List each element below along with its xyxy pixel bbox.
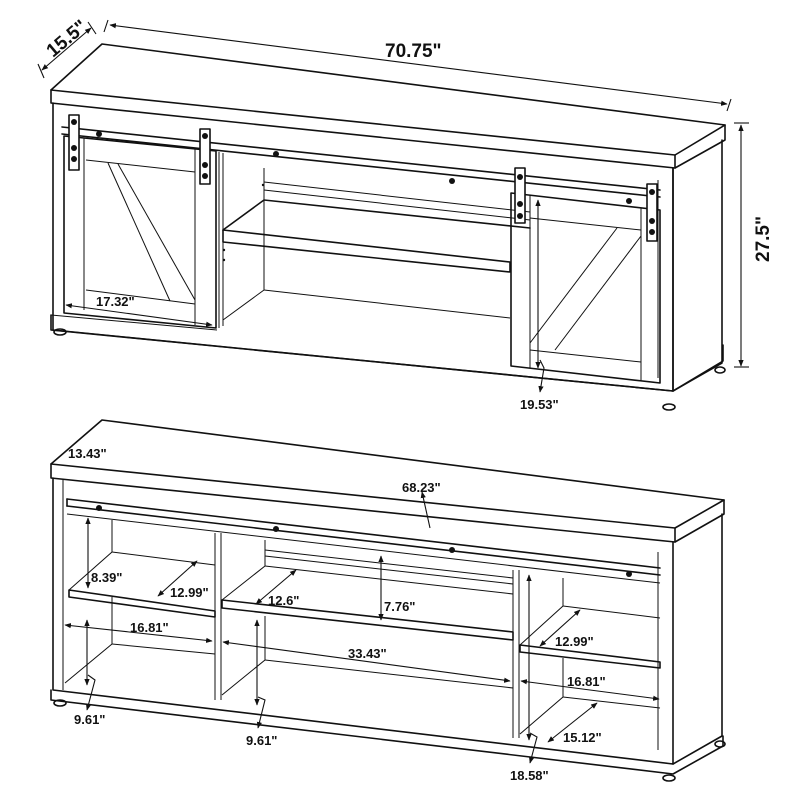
label-interior-width: 68.23" xyxy=(402,480,441,495)
label-height: 27.5" xyxy=(753,216,774,262)
open-view: 13.43" 68.23" 8.39" 12.99" 12.6" 7.76" 1… xyxy=(50,419,726,783)
label-center-upper-height: 7.76" xyxy=(384,599,415,614)
label-center-lower-height: 9.61" xyxy=(246,733,277,748)
label-door-width: 17.32" xyxy=(96,294,135,309)
label-left-upper-height: 8.39" xyxy=(91,570,122,585)
label-right-bay-height: 18.58" xyxy=(510,768,549,783)
label-left-lower-height: 9.61" xyxy=(74,712,105,727)
label-right-bay-width: 16.81" xyxy=(567,674,606,689)
closed-view: 15.5" 70.75" 27.5" 17.32" 19.53" xyxy=(37,16,774,412)
label-right-bottom-depth: 15.12" xyxy=(563,730,602,745)
label-width: 70.75" xyxy=(385,41,442,62)
label-center-shelf-depth: 12.6" xyxy=(268,593,299,608)
label-right-shelf-depth: 12.99" xyxy=(555,634,594,649)
label-left-bay-width: 16.81" xyxy=(130,620,169,635)
label-door-height: 19.53" xyxy=(520,397,559,412)
door-hangers xyxy=(68,114,658,242)
label-interior-depth: 13.43" xyxy=(68,446,107,461)
label-left-shelf-depth: 12.99" xyxy=(170,585,209,600)
label-depth: 15.5" xyxy=(43,16,92,62)
right-door xyxy=(510,192,661,384)
left-door xyxy=(63,135,217,329)
label-center-bay-width: 33.43" xyxy=(348,646,387,661)
